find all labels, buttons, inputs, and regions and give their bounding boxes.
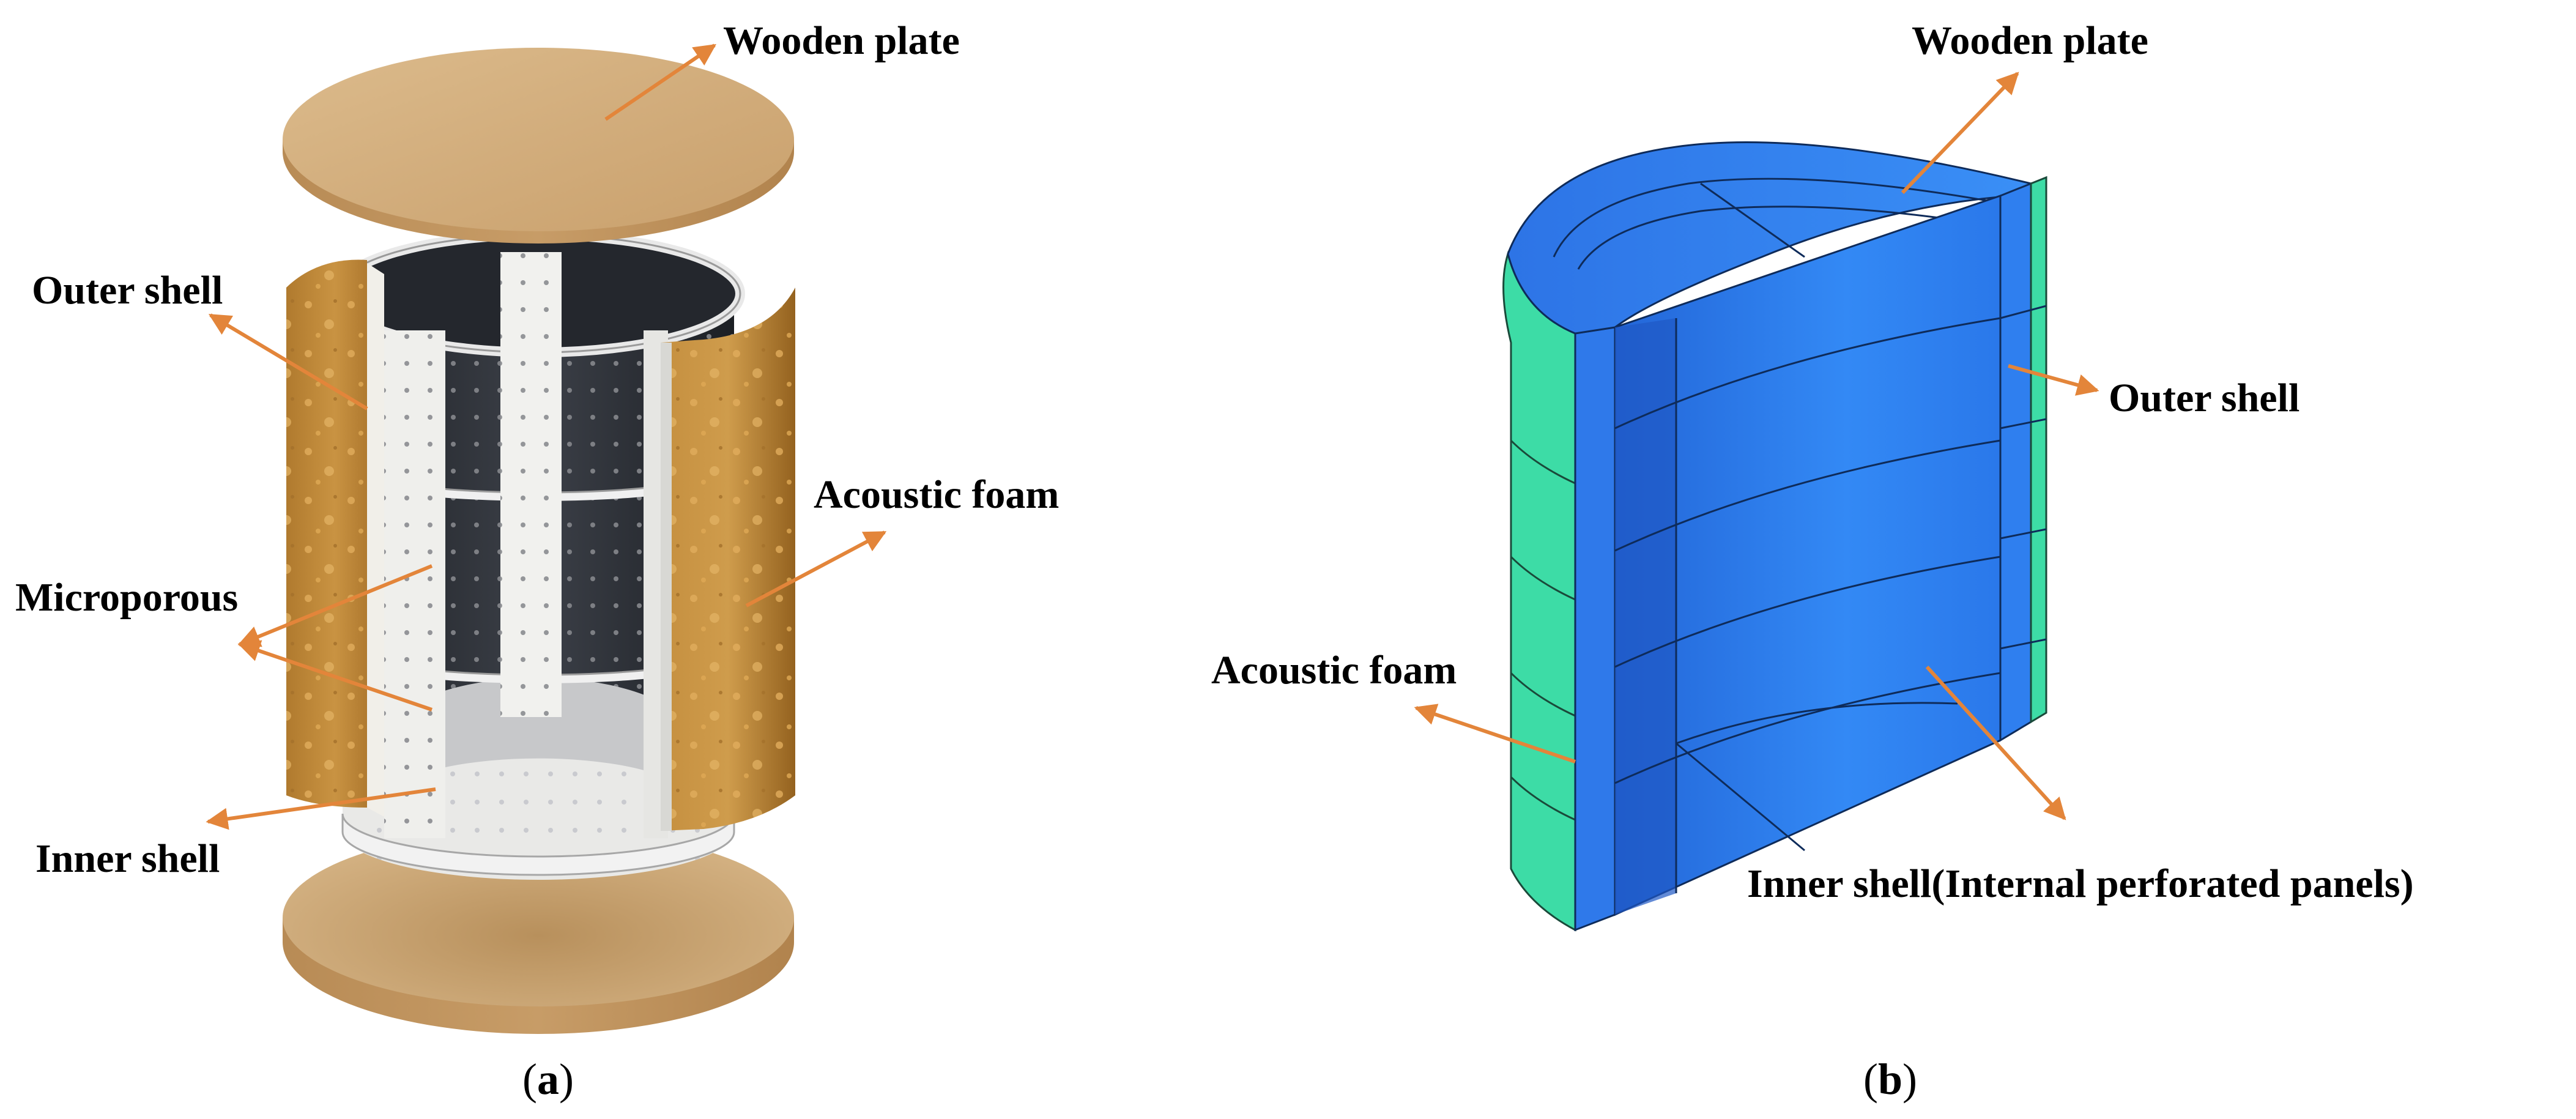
bottom-wooden-plate: [283, 829, 794, 1034]
panel-a-annotations: Wooden plate Outer shell Acoustic foam M…: [15, 18, 1059, 881]
label-outer-shell-b: Outer shell: [2109, 376, 2299, 420]
arrow-inner-shell-b: [1925, 665, 2066, 820]
label-inner-shell-a: Inner shell: [35, 836, 220, 881]
panel-a: Wooden plate Outer shell Acoustic foam M…: [15, 18, 1059, 1104]
label-inner-shell-b: Inner shell(Internal perforated panels): [1747, 861, 2414, 906]
arrow-microporous-1: [237, 564, 433, 647]
arrow-acoustic-foam-b: [1414, 704, 1576, 764]
label-outer-shell-a: Outer shell: [32, 268, 223, 313]
label-microporous: Microporous: [15, 575, 238, 620]
arrow-wooden-plate-b: [1901, 72, 2019, 195]
caption-b: (b): [1863, 1055, 1917, 1104]
right-shell-section-b: [1999, 182, 2032, 742]
arrow-inner-shell-a: [206, 787, 436, 830]
top-wooden-plate: [283, 48, 794, 244]
panel-b: Wooden plate Outer shell Acoustic foam I…: [1211, 18, 2414, 1104]
label-acoustic-foam-b: Acoustic foam: [1211, 648, 1457, 693]
caption-a: (a): [522, 1055, 574, 1104]
label-acoustic-foam-a: Acoustic foam: [814, 472, 1059, 517]
panel-b-annotations: Wooden plate Outer shell Acoustic foam I…: [1211, 18, 2414, 906]
arrow-wooden-plate-a: [604, 43, 716, 121]
arrow-outer-shell-a: [208, 313, 368, 411]
label-wooden-plate-a: Wooden plate: [723, 18, 960, 63]
right-foam-band-b: [2030, 176, 2047, 724]
left-acoustic-foam: [286, 259, 384, 817]
right-wall-divisions: [2000, 305, 2047, 650]
left-shell-section-b: [1574, 326, 1616, 932]
right-acoustic-foam: [661, 288, 795, 831]
arrow-microporous-2: [237, 640, 432, 712]
label-wooden-plate-b: Wooden plate: [1912, 18, 2148, 63]
left-foam-band-b: [1502, 250, 1576, 932]
arrow-outer-shell-b: [2008, 364, 2099, 396]
arrow-acoustic-foam-a: [745, 530, 887, 608]
inner-rings-b: [1614, 317, 2001, 893]
